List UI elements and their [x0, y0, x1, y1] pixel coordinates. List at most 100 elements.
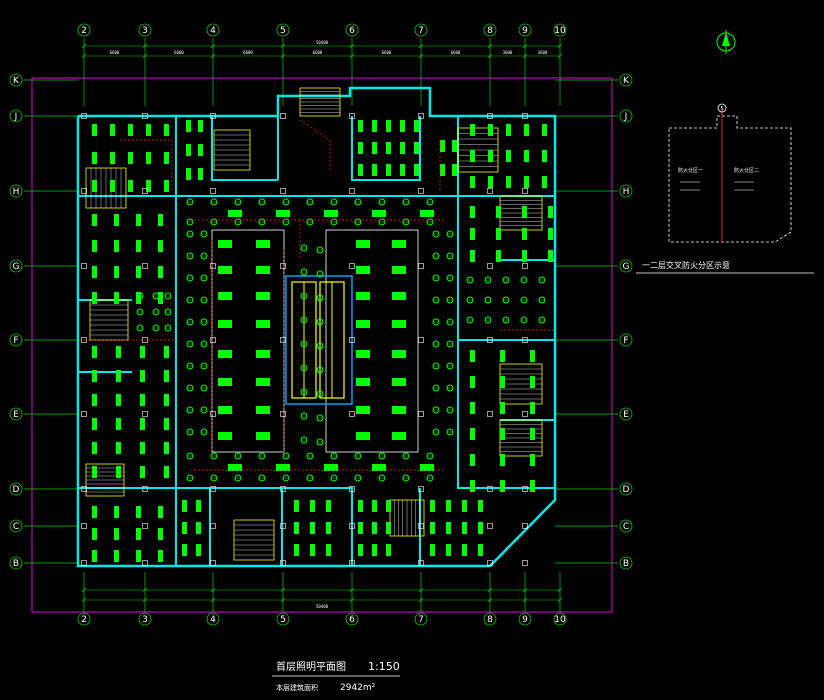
light-fixture: [356, 320, 370, 328]
axis-bubble-label: F: [623, 336, 628, 346]
light-fixture: [92, 346, 97, 358]
dimension-tick: [210, 597, 216, 603]
axis-bubble-label: C: [13, 522, 19, 532]
dimension-tick: [81, 53, 87, 59]
light-fixture: [372, 120, 377, 132]
light-fixture: [524, 124, 529, 136]
key-plan: 5 防火分区一 防火分区二 一二层交叉防火分区示意: [636, 103, 814, 274]
light-fixture: [198, 120, 203, 132]
light-fixture: [310, 500, 315, 512]
axis-bubble: [276, 612, 290, 626]
light-fixture: [488, 176, 493, 188]
axis-bubble: [483, 612, 497, 626]
light-fixture: [392, 378, 406, 386]
dimension-total: 50400: [316, 40, 329, 45]
light-fixture: [470, 228, 475, 240]
axis-bubble-label: 3: [142, 615, 148, 625]
light-fixture: [92, 506, 97, 518]
light-fixture: [136, 214, 141, 226]
light-fixture: [392, 406, 406, 414]
light-fixture: [446, 522, 451, 534]
light-fixture: [372, 142, 377, 154]
axis-bubble-label: E: [623, 410, 629, 420]
axis-bubble-label: J: [14, 112, 18, 122]
light-fixture: [522, 228, 527, 240]
column: [418, 188, 424, 194]
light-fixture: [470, 480, 475, 492]
axis-bubble: [414, 612, 428, 626]
light-fixture: [218, 432, 232, 440]
light-fixture: [524, 150, 529, 162]
axis-bubble: [138, 612, 152, 626]
column: [280, 263, 286, 269]
axis-bubble: [9, 519, 23, 533]
light-fixture: [392, 292, 406, 300]
light-fixture: [446, 544, 451, 556]
light-fixture: [522, 206, 527, 218]
dimension-tick: [557, 53, 563, 59]
axis-bubble: [619, 519, 633, 533]
area-label: 本层建筑面积: [276, 683, 318, 692]
column: [142, 337, 148, 343]
axis-bubble-label: 4: [210, 26, 216, 36]
column: [522, 337, 528, 343]
light-fixture: [326, 522, 331, 534]
light-fixture: [146, 180, 151, 192]
column: [142, 486, 148, 492]
light-fixture: [478, 544, 483, 556]
light-fixture: [392, 266, 406, 274]
light-fixture: [324, 210, 338, 217]
axis-bubble-label: B: [13, 559, 19, 569]
light-fixture: [542, 150, 547, 162]
dimension-tick: [210, 43, 216, 49]
light-fixture: [218, 378, 232, 386]
light-fixture: [400, 120, 405, 132]
dimension-label: 3600: [538, 50, 548, 55]
axis-bubble-label: H: [623, 187, 630, 197]
dimension-label: 6600: [174, 50, 184, 55]
light-fixture: [452, 164, 457, 176]
column: [418, 263, 424, 269]
circuit-wiring: [80, 119, 555, 471]
light-fixture: [386, 500, 391, 512]
light-fixture: [136, 292, 141, 304]
column: [487, 337, 493, 343]
dimension-label: 6600: [382, 50, 392, 55]
light-fixture: [530, 350, 535, 362]
column: [142, 523, 148, 529]
axis-bubble-label: 7: [418, 615, 424, 625]
light-fixture: [114, 506, 119, 518]
light-fixture: [140, 394, 145, 406]
light-fixture: [128, 180, 133, 192]
light-fixture: [110, 124, 115, 136]
key-plan-axis-label: 5: [720, 106, 723, 112]
light-fixture: [548, 250, 553, 262]
axis-bubble: [9, 109, 23, 123]
drawing-frame: [31, 77, 613, 613]
axis-bubble: [9, 184, 23, 198]
light-fixture: [92, 550, 97, 562]
column: [81, 486, 87, 492]
light-fixture: [218, 350, 232, 358]
light-fixture: [372, 500, 377, 512]
dimension-tick: [280, 597, 286, 603]
column: [418, 523, 424, 529]
column: [487, 411, 493, 417]
light-fixture: [548, 206, 553, 218]
light-fixture: [530, 402, 535, 414]
column: [210, 486, 216, 492]
axis-bubble: [619, 407, 633, 421]
light-fixture: [158, 550, 163, 562]
light-fixture: [116, 466, 121, 478]
light-fixture: [356, 432, 370, 440]
light-fixture: [164, 466, 169, 478]
light-fixture: [158, 528, 163, 540]
light-fixture: [218, 240, 232, 248]
column: [210, 188, 216, 194]
column: [210, 523, 216, 529]
light-fixture: [430, 522, 435, 534]
dimension-tick: [210, 53, 216, 59]
light-fixture: [136, 240, 141, 252]
column: [522, 263, 528, 269]
